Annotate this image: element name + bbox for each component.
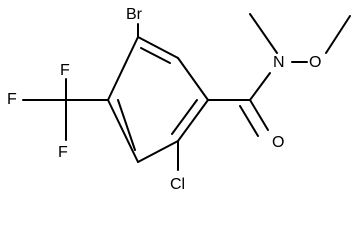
carbonyl-oxygen-atom-label: O — [272, 134, 284, 151]
ring-bond-c4-c5 — [137, 140, 179, 163]
methoxy-oxygen-atom-label: O — [309, 54, 321, 71]
fluorine-bottom-atom-label: F — [58, 144, 68, 161]
ring-double-bond-c3-c4 — [171, 99, 198, 135]
chlorine-atom-label: Cl — [170, 176, 185, 193]
ring-bond-c1-c2 — [137, 36, 179, 59]
bond-o-methyl — [325, 15, 351, 54]
benzene-ring — [107, 36, 209, 163]
ring-bond-c3-c4 — [177, 99, 209, 142]
molecule-structure: Br F F F Cl N O O — [7, 6, 351, 193]
bond-carbonyl-n — [249, 72, 271, 101]
ring-double-bond-c5-c6 — [117, 99, 136, 151]
ring-double-bond-c1-c2 — [140, 47, 171, 64]
nitrogen-atom-label: N — [273, 54, 285, 71]
bond-carbonyl-o-1 — [249, 99, 269, 131]
ring-bond-c6-c1 — [107, 36, 139, 101]
fluorine-top-atom-label: F — [60, 62, 70, 79]
fluorine-left-atom-label: F — [7, 91, 17, 108]
bromine-atom-label: Br — [126, 6, 143, 23]
bond-carbonyl-o-2 — [239, 105, 259, 137]
ring-bond-c2-c3 — [177, 57, 209, 101]
ring-bond-c5-c6 — [107, 99, 139, 163]
bond-n-methyl — [249, 13, 278, 54]
